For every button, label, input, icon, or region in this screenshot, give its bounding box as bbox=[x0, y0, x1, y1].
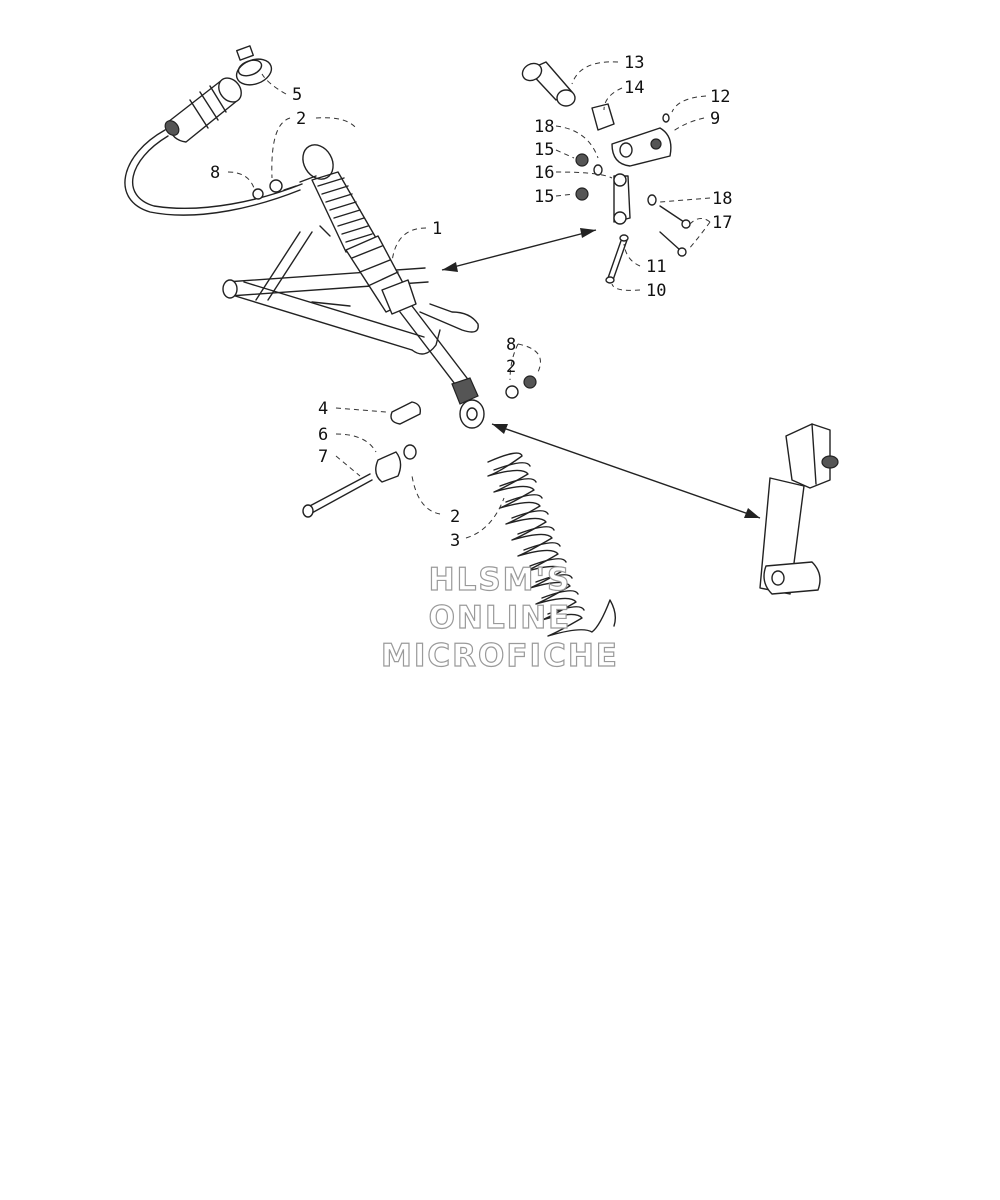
callout-16: 16 bbox=[534, 163, 554, 183]
callout-12: 12 bbox=[710, 87, 730, 107]
callout-18-lower: 18 bbox=[712, 189, 732, 209]
a-arm-frame bbox=[222, 225, 479, 355]
callout-18-upper: 18 bbox=[534, 117, 554, 137]
bolts-item-17 bbox=[659, 205, 691, 257]
watermark-line-1: HLSM'S bbox=[428, 561, 572, 598]
callout-7: 7 bbox=[318, 447, 328, 467]
bushing-item-6 bbox=[375, 451, 402, 483]
link-item-16 bbox=[613, 173, 631, 225]
callout-2-middle: 2 bbox=[506, 357, 516, 377]
connection-arrow-lower bbox=[491, 423, 761, 519]
callout-14: 14 bbox=[624, 78, 644, 98]
rocker-arm-item-9 bbox=[611, 113, 672, 167]
callout-9: 9 bbox=[710, 109, 720, 129]
linkage-shaft-item-13 bbox=[521, 61, 576, 107]
callout-17: 17 bbox=[712, 213, 732, 233]
watermark-line-2: ONLINE bbox=[428, 599, 572, 636]
connection-arrow-upper bbox=[441, 228, 597, 272]
coil-spring bbox=[487, 452, 617, 637]
callout-3: 3 bbox=[450, 531, 460, 551]
callout-5: 5 bbox=[292, 85, 302, 105]
callout-8-left: 8 bbox=[210, 163, 220, 183]
callout-2-upper: 2 bbox=[296, 109, 306, 129]
shock-reservoir bbox=[164, 77, 242, 143]
bushing-item-14 bbox=[591, 103, 615, 131]
callout-labels: 13 14 12 9 18 15 16 15 18 17 11 10 5 2 8… bbox=[210, 53, 732, 551]
callout-13: 13 bbox=[624, 53, 644, 73]
callout-1: 1 bbox=[432, 219, 442, 239]
bolt-item-7 bbox=[302, 473, 373, 518]
lower-bushing bbox=[459, 399, 485, 429]
callout-11: 11 bbox=[646, 257, 666, 277]
callout-15-upper: 15 bbox=[534, 140, 554, 160]
reservoir-clamp bbox=[235, 45, 273, 86]
pin-item-10-and-clip-item-11 bbox=[605, 234, 629, 284]
washer-lower bbox=[403, 444, 417, 460]
nut-and-washer-upper-right bbox=[505, 375, 537, 399]
callout-15-lower: 15 bbox=[534, 187, 554, 207]
frame-mount-bracket bbox=[759, 423, 839, 595]
nut-and-washer-left bbox=[252, 179, 283, 200]
shock-absorber bbox=[283, 144, 479, 405]
callout-6: 6 bbox=[318, 425, 328, 445]
callout-2-lower: 2 bbox=[450, 507, 460, 527]
nuts-item-15 bbox=[575, 153, 589, 201]
callout-8-middle: 8 bbox=[506, 335, 516, 355]
watermark-line-3: MICROFICHE bbox=[380, 637, 619, 674]
callout-4: 4 bbox=[318, 399, 328, 419]
leader-lines bbox=[227, 61, 711, 539]
callout-10: 10 bbox=[646, 281, 666, 301]
washers-item-18 bbox=[593, 164, 657, 206]
spacer-item-4 bbox=[390, 401, 422, 425]
reservoir-hose bbox=[124, 129, 303, 216]
